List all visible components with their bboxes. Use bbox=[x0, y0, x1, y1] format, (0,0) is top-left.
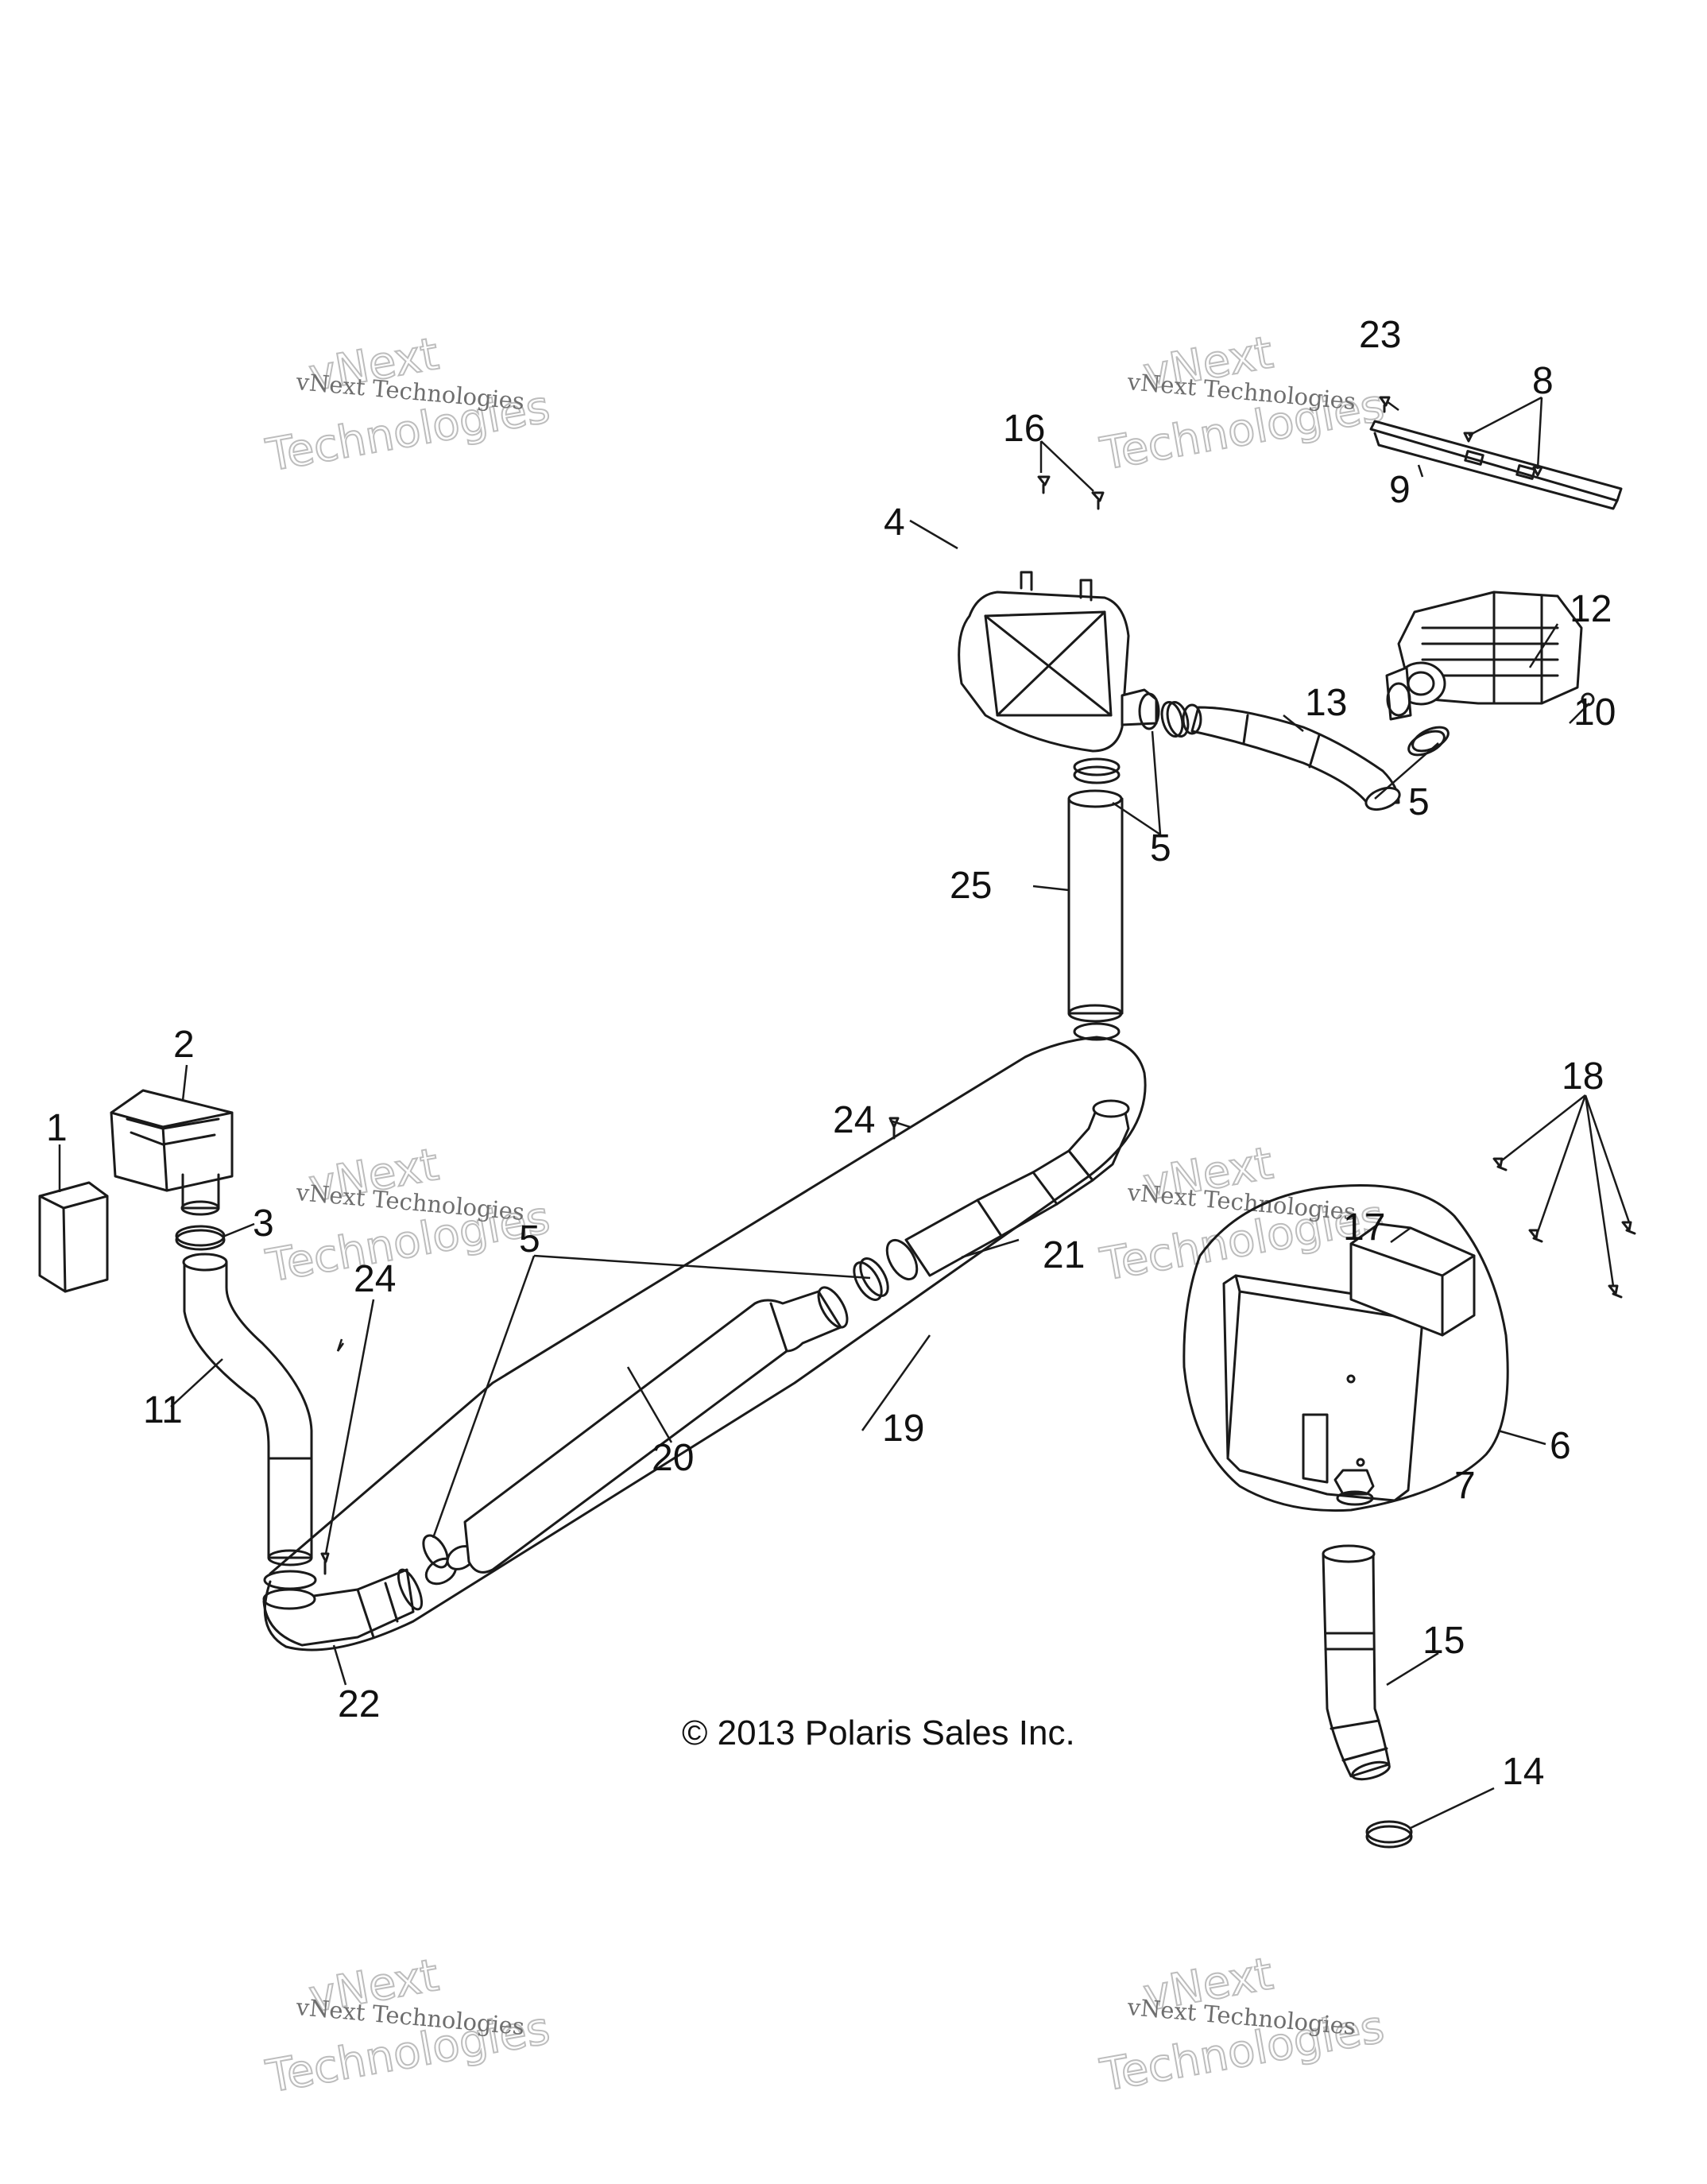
callout-12: 12 bbox=[1570, 588, 1612, 630]
callout-3: 3 bbox=[253, 1202, 274, 1245]
callout-11: 11 bbox=[143, 1389, 183, 1431]
callout-10: 10 bbox=[1573, 691, 1616, 734]
part-5-clamp-right bbox=[1407, 726, 1450, 757]
part-18-screws bbox=[1492, 1157, 1636, 1299]
part-4-airbox bbox=[958, 571, 1190, 753]
callout-labels: 1 2 3 4 5 5 5 5 6 7 8 9 10 11 12 13 14 1… bbox=[46, 314, 1616, 1793]
part-5-clamp-lower-left bbox=[422, 1534, 449, 1569]
part-25-tube bbox=[1067, 757, 1124, 1041]
part-16-screws bbox=[1037, 475, 1105, 510]
part-17-foam-block bbox=[1349, 1222, 1476, 1337]
callout-23: 23 bbox=[1359, 314, 1401, 356]
part-24-screw-left bbox=[320, 1552, 330, 1575]
part-3-clamp bbox=[175, 1225, 226, 1251]
part-7-filter-plate bbox=[1222, 1274, 1424, 1506]
part-2-airbox-inlet bbox=[110, 1089, 234, 1216]
part-12-throttle-body bbox=[1385, 591, 1583, 721]
callout-2: 2 bbox=[173, 1024, 195, 1066]
callout-14: 14 bbox=[1502, 1751, 1544, 1793]
callout-7: 7 bbox=[1454, 1465, 1476, 1507]
part-9-bracket bbox=[1369, 420, 1623, 510]
callout-19: 19 bbox=[882, 1408, 924, 1450]
part-22-elbow bbox=[262, 1568, 424, 1647]
part-13-hose bbox=[1182, 703, 1401, 811]
callout-4: 4 bbox=[884, 501, 905, 544]
part-20-tube bbox=[424, 1286, 849, 1586]
part-11-duct bbox=[182, 1253, 313, 1566]
callout-16: 16 bbox=[1003, 408, 1045, 450]
callout-8: 8 bbox=[1532, 360, 1554, 402]
callout-1: 1 bbox=[46, 1107, 68, 1149]
leader-lines bbox=[58, 396, 1631, 1830]
part-15-outlet-hose bbox=[1322, 1544, 1391, 1781]
callout-20: 20 bbox=[652, 1437, 694, 1479]
callout-15: 15 bbox=[1422, 1620, 1465, 1662]
copyright-notice: © 2013 Polaris Sales Inc. bbox=[682, 1714, 1075, 1752]
callout-17: 17 bbox=[1343, 1206, 1385, 1249]
part-1-filter-block bbox=[38, 1181, 109, 1293]
callout-21: 21 bbox=[1043, 1234, 1085, 1276]
part-5-clamp-middle bbox=[853, 1257, 889, 1301]
part-21-resonator bbox=[885, 1099, 1130, 1281]
callout-18: 18 bbox=[1562, 1055, 1604, 1098]
callout-24-left: 24 bbox=[354, 1258, 396, 1300]
callout-5-middle: 5 bbox=[519, 1218, 540, 1260]
callout-24-middle: 24 bbox=[833, 1099, 875, 1141]
part-14-clamp bbox=[1365, 1820, 1413, 1849]
callout-6: 6 bbox=[1550, 1425, 1571, 1467]
callout-13: 13 bbox=[1305, 682, 1347, 724]
callout-25: 25 bbox=[950, 865, 992, 907]
callout-9: 9 bbox=[1389, 469, 1411, 511]
part-6-assembly-outline bbox=[1183, 1184, 1509, 1512]
callout-5-right: 5 bbox=[1408, 781, 1430, 823]
callout-5-airbox: 5 bbox=[1150, 827, 1171, 869]
callout-22: 22 bbox=[338, 1683, 380, 1725]
